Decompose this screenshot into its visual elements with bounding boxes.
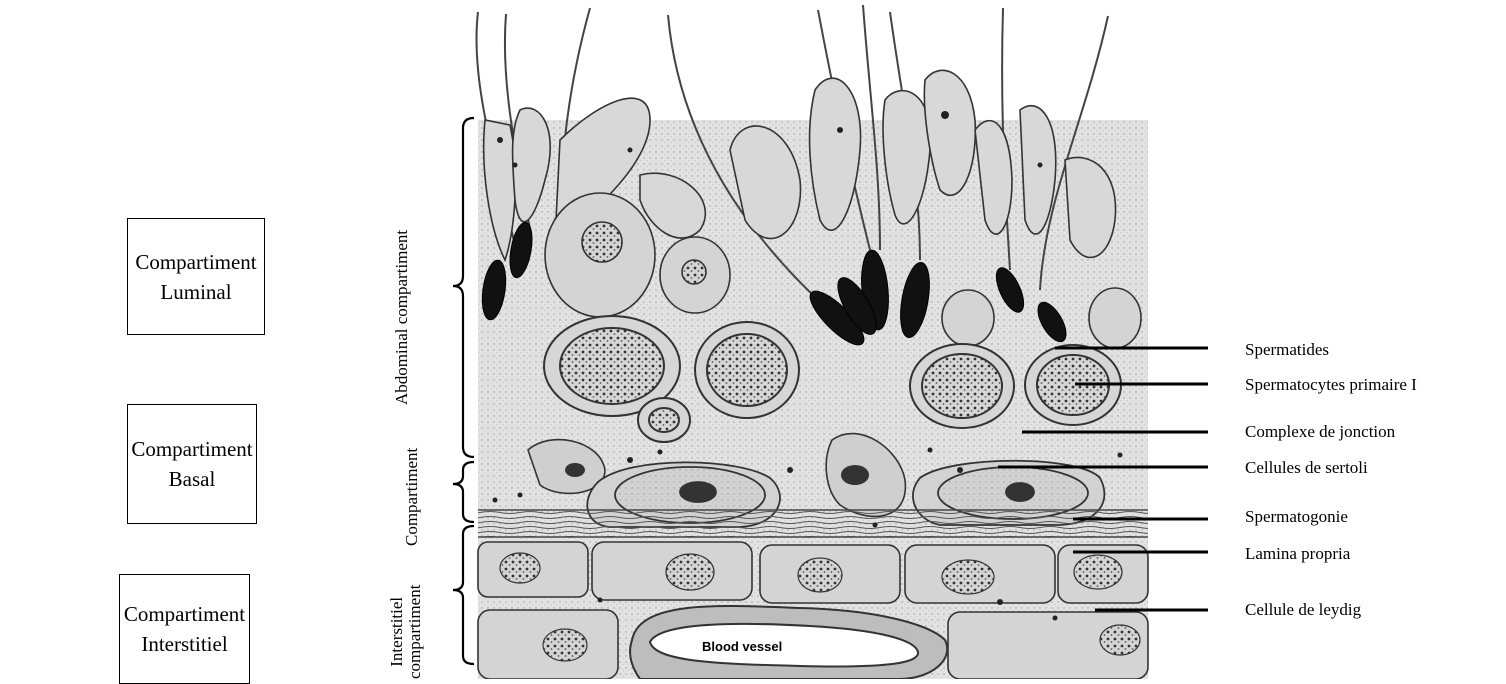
label-spermatogonie: Spermatogonie: [1245, 507, 1348, 527]
label-spermatocytes-primaire: Spermatocytes primaire I: [1245, 375, 1417, 395]
label-cellules-sertoli: Cellules de sertoli: [1245, 458, 1368, 478]
blood-vessel-label: Blood vessel: [702, 639, 782, 654]
label-cellule-leydig: Cellule de leydig: [1245, 600, 1361, 620]
label-complexe-jonction: Complexe de jonction: [1245, 422, 1395, 442]
lamina-propria: [478, 509, 1148, 537]
label-lamina-propria: Lamina propria: [1245, 544, 1350, 564]
label-spermatides: Spermatides: [1245, 340, 1329, 360]
